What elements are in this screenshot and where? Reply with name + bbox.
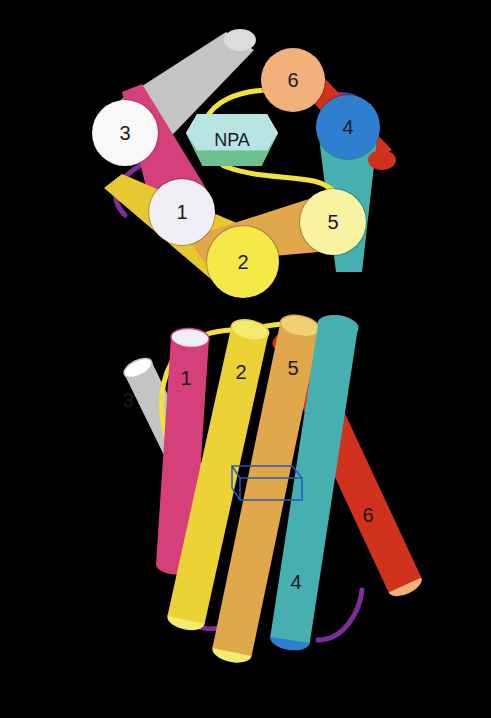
helix-end bbox=[224, 29, 256, 51]
helix-number: 1 bbox=[176, 202, 187, 222]
helix-end bbox=[278, 312, 321, 340]
helix-number: 6 bbox=[287, 70, 298, 90]
helix-end-circle: 1 bbox=[149, 179, 215, 245]
helix-end bbox=[229, 317, 270, 344]
helix-end-circle: 5 bbox=[300, 189, 366, 255]
helix-end bbox=[170, 327, 209, 348]
pore-motif-box: NPA bbox=[186, 114, 278, 166]
motif-label: NPA bbox=[214, 131, 250, 149]
helix-end-circle: 6 bbox=[261, 48, 325, 112]
helix-number: 5 bbox=[287, 358, 298, 378]
loop bbox=[318, 590, 362, 640]
helix-number: 3 bbox=[122, 390, 133, 410]
helix-end-circle: 4 bbox=[316, 95, 380, 159]
helix-end bbox=[368, 150, 396, 170]
helix-number: 2 bbox=[235, 362, 246, 382]
helix-number: 5 bbox=[327, 212, 338, 232]
helix-number: 1 bbox=[180, 368, 191, 388]
helix-cylinder bbox=[270, 323, 358, 643]
npa-box-outline bbox=[232, 466, 302, 500]
helix-number: 4 bbox=[342, 117, 353, 137]
helix-end-circle: 2 bbox=[207, 226, 279, 298]
helix-number: 2 bbox=[237, 252, 248, 272]
helix-end bbox=[121, 355, 155, 382]
helix-number: 4 bbox=[290, 572, 301, 592]
helix-number: 3 bbox=[119, 123, 130, 143]
helix-end-circle: 3 bbox=[92, 100, 158, 166]
helix-end bbox=[317, 313, 360, 339]
helix-number: 6 bbox=[362, 505, 373, 525]
